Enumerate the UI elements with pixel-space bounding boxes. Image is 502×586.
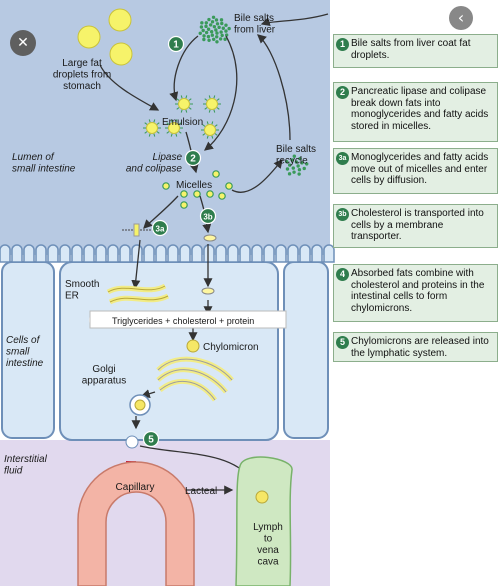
step-number: 3b — [336, 208, 349, 221]
marker-label: 1 — [173, 40, 179, 51]
close-icon: ✕ — [17, 35, 29, 51]
microvilli — [0, 244, 335, 263]
capillary — [77, 461, 195, 586]
cholesterol-inside — [201, 287, 215, 295]
marker-label: 5 — [148, 435, 154, 446]
emulsion-label: Emulsion — [162, 117, 203, 128]
chylomicron-label: Chylomicron — [203, 342, 259, 353]
step-number: 1 — [336, 38, 349, 51]
exocytosis-vesicle — [125, 435, 139, 449]
flow-arrows — [99, 13, 329, 518]
step-number: 2 — [336, 86, 349, 99]
marker-label: 3a — [156, 225, 165, 234]
step-text: Pancreatic lipase and colipase break dow… — [351, 86, 489, 132]
step-text: Cholesterol is transported into cells by… — [351, 208, 484, 242]
marker-label: 3b — [203, 213, 212, 222]
triglycerides-label: Triglycerides + cholesterol + protein — [112, 316, 254, 326]
step-number: 4 — [336, 268, 349, 281]
step-text: Absorbed fats combine with cholesterol a… — [351, 268, 485, 314]
step-number: 3a — [336, 152, 349, 165]
golgi-apparatus — [156, 356, 234, 402]
marker-3b — [199, 207, 217, 225]
previous-button[interactable]: ‹ — [449, 6, 473, 30]
step-number: 5 — [336, 336, 349, 349]
marker-label: 2 — [190, 154, 196, 165]
cholesterol — [203, 234, 217, 242]
large-fat-droplets — [77, 8, 133, 66]
lacteal — [235, 456, 293, 586]
intestinal-cells — [1, 261, 329, 441]
capillary-label: Capillary — [116, 482, 155, 493]
triglyceride-label-box — [89, 310, 287, 329]
bile-recycle-cluster — [285, 154, 309, 176]
close-button[interactable]: ✕ — [10, 30, 36, 56]
step-text: Chylomicrons are released into the lymph… — [351, 336, 489, 359]
marker-3a — [151, 219, 169, 237]
chevron-left-icon: ‹ — [457, 8, 465, 27]
vesicle-chylomicron — [134, 399, 146, 411]
lacteal-chylomicron — [255, 490, 269, 504]
chylomicron — [186, 339, 200, 353]
step-text: Monoglycerides and fatty acids move out … — [351, 152, 489, 186]
smooth-er — [106, 283, 170, 305]
micelles — [162, 170, 233, 209]
marker-2 — [184, 149, 202, 167]
step-markers: 123a3b45 — [88, 35, 217, 448]
lacteal-label: Lacteal — [185, 486, 217, 497]
step-text: Bile salts from liver coat fat droplets. — [351, 38, 471, 61]
micelles-label: Micelles — [176, 180, 212, 191]
marker-5 — [142, 430, 160, 448]
marker-1 — [167, 35, 185, 53]
bile-salts-cluster — [198, 15, 231, 44]
